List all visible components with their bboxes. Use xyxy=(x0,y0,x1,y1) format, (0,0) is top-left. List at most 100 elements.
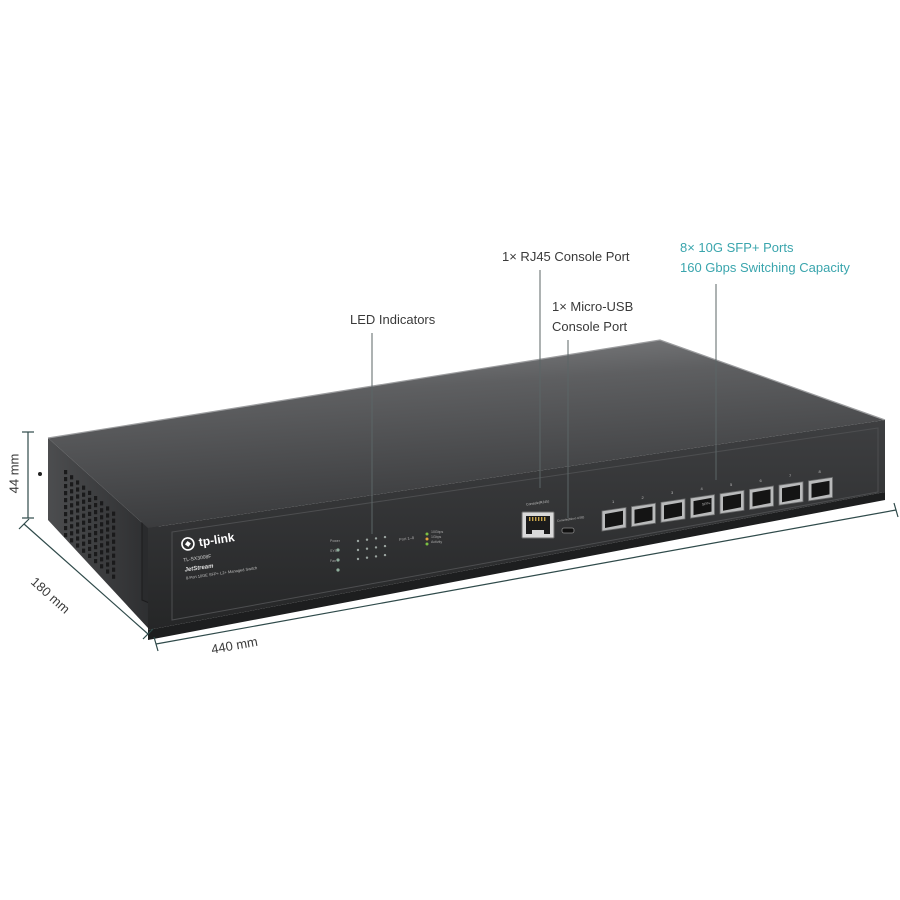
sfp-port xyxy=(601,507,627,532)
vent-hole xyxy=(94,524,98,529)
vent-hole xyxy=(100,564,104,569)
vent-hole xyxy=(76,487,80,492)
callout-rj45-console: 1× RJ45 Console Port xyxy=(502,247,630,267)
micro-usb-port xyxy=(561,527,575,534)
vent-hole xyxy=(100,522,104,527)
sfp-port-cages xyxy=(601,476,833,532)
callout-led-indicators: LED Indicators xyxy=(350,310,435,330)
vent-hole xyxy=(70,496,74,501)
vent-hole xyxy=(88,511,92,516)
vent-hole xyxy=(70,517,74,522)
led-dot xyxy=(383,553,387,557)
callout-sfp-line1: 8× 10G SFP+ Ports xyxy=(680,240,794,255)
vent-hole xyxy=(94,517,98,522)
vent-hole xyxy=(64,505,68,510)
led-dot xyxy=(356,557,360,561)
sfp-port-number: 2 xyxy=(641,494,644,500)
side-vent xyxy=(64,470,116,579)
led-dot xyxy=(356,548,360,552)
vent-hole xyxy=(88,525,92,530)
vent-hole xyxy=(100,501,104,506)
callout-rj45-text: 1× RJ45 Console Port xyxy=(502,249,630,264)
led-dot xyxy=(356,539,360,543)
vent-hole xyxy=(70,503,74,508)
vent-hole xyxy=(82,513,86,518)
system-leds xyxy=(336,548,340,572)
brand-logo: tp-link xyxy=(180,516,330,552)
vent-hole xyxy=(112,574,116,579)
vent-hole xyxy=(94,538,98,543)
callout-usb-line2: Console Port xyxy=(552,319,628,334)
vent-hole xyxy=(82,527,86,532)
vent-hole xyxy=(70,531,74,536)
speed-legend: 10Gbps 1Gbps Activity xyxy=(431,530,443,545)
led-label-power: Power xyxy=(330,539,340,543)
callout-led-text: LED Indicators xyxy=(350,312,436,327)
vent-hole xyxy=(76,529,80,534)
vent-hole xyxy=(70,538,74,543)
led-dot xyxy=(374,537,378,540)
vent-hole xyxy=(64,491,68,496)
vent-hole xyxy=(64,498,68,503)
led-dot xyxy=(374,546,378,549)
vent-hole xyxy=(88,490,92,495)
chassis-front xyxy=(148,420,885,630)
vent-hole xyxy=(76,543,80,548)
vent-hole xyxy=(64,484,68,489)
vent-hole xyxy=(112,525,116,530)
vent-hole xyxy=(76,494,80,499)
vent-hole xyxy=(82,499,86,504)
vent-hole xyxy=(82,492,86,497)
sfp-port-number: 8 xyxy=(818,468,821,474)
vent-hole xyxy=(64,533,68,538)
led-dot xyxy=(374,555,378,558)
vent-hole xyxy=(112,567,116,572)
led-dot xyxy=(365,556,369,559)
vent-hole xyxy=(94,503,98,508)
led-label-fan: Fan xyxy=(330,559,337,563)
dimension-lines xyxy=(18,431,899,652)
vent-hole xyxy=(106,541,110,546)
speed-10g: 10Gbps xyxy=(431,530,444,534)
vent-hole xyxy=(106,534,110,539)
vent-hole xyxy=(106,506,110,511)
sfp-port-number: 4 xyxy=(700,486,703,492)
led-dot xyxy=(383,544,387,548)
sfp-port-number: 1 xyxy=(612,499,615,504)
dimension-height: 44 mm xyxy=(6,454,21,494)
led-dot xyxy=(365,547,369,550)
vent-hole xyxy=(70,510,74,515)
vent-hole xyxy=(94,552,98,557)
vent-hole xyxy=(106,562,110,567)
vent-hole xyxy=(64,526,68,531)
sfp-port-number: 7 xyxy=(789,473,792,479)
callout-sfp-line2: 160 Gbps Switching Capacity xyxy=(680,260,850,275)
vent-hole xyxy=(112,560,116,565)
vent-hole xyxy=(76,508,80,513)
led-dot xyxy=(383,535,387,539)
vent-hole xyxy=(106,555,110,560)
vent-hole xyxy=(106,520,110,525)
sfp-port xyxy=(719,489,745,515)
vent-hole xyxy=(64,512,68,517)
vent-hole xyxy=(88,553,92,558)
vent-hole xyxy=(88,518,92,523)
vent-hole xyxy=(64,477,68,482)
led-labels: Power SYS Fan xyxy=(330,536,340,566)
vent-hole xyxy=(106,527,110,532)
vent-hole xyxy=(64,519,68,524)
vent-hole xyxy=(100,543,104,548)
sfp-port xyxy=(749,485,774,510)
speed-activity: Activity xyxy=(431,540,443,544)
vent-hole xyxy=(112,539,116,544)
callout-usb-line1: 1× Micro-USB xyxy=(552,299,634,314)
vent-hole xyxy=(94,510,98,515)
callout-leaders xyxy=(371,270,717,534)
sfp-port xyxy=(631,502,656,528)
vent-hole xyxy=(94,559,98,564)
sfp-port-number: 6 xyxy=(759,477,762,483)
vent-hole xyxy=(94,496,98,501)
speed-1g: 1Gbps xyxy=(431,535,442,539)
